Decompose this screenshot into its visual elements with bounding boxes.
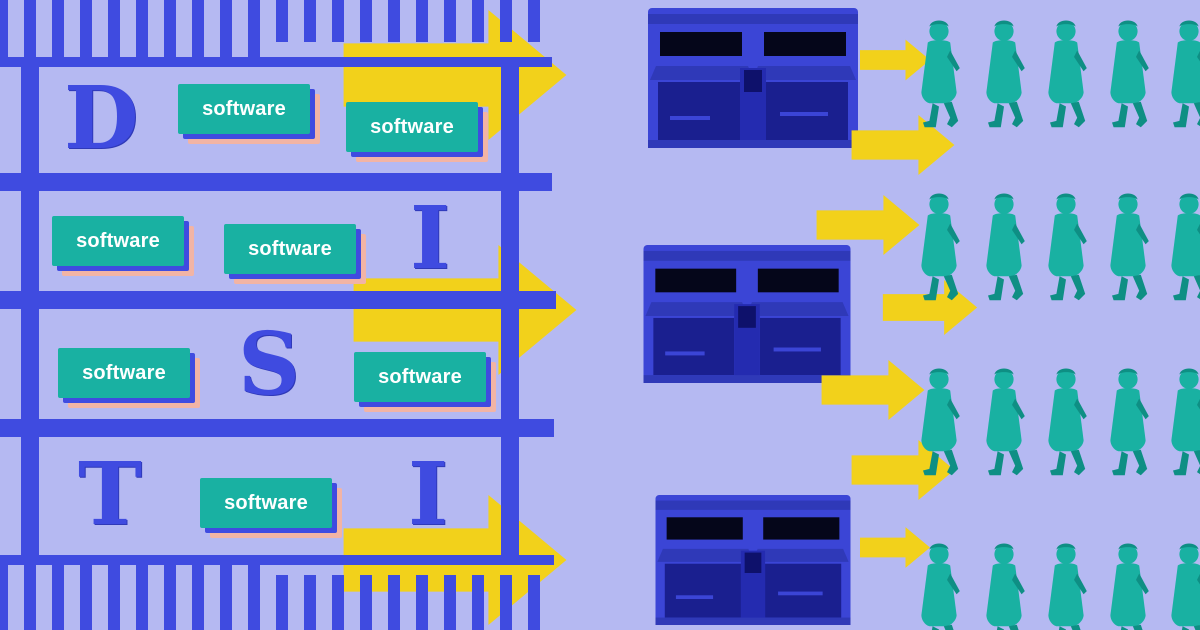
software-tile-label: software: [82, 361, 166, 384]
letter-i-top: I: [410, 188, 451, 289]
software-tile-label: software: [224, 491, 308, 514]
software-tile-label: software: [370, 115, 454, 138]
software-tile: software: [224, 224, 356, 274]
software-tile: software: [354, 352, 486, 402]
letter-i-bottom: I: [408, 444, 449, 545]
software-tile-label: software: [76, 229, 160, 252]
software-tile-label: software: [248, 237, 332, 260]
software-tile: software: [58, 348, 190, 398]
people-pattern: [921, 20, 1200, 630]
type-grid: [0, 57, 556, 565]
striped-edge-bottom: [0, 560, 540, 630]
software-tile-label: software: [202, 97, 286, 120]
letter-t: T: [78, 444, 142, 545]
software-tile: software: [346, 102, 478, 152]
software-tile: software: [178, 84, 310, 134]
storefronts: [643, 8, 858, 625]
striped-edge-top: [0, 0, 540, 62]
software-tile-label: software: [378, 365, 462, 388]
software-tile: software: [200, 478, 332, 528]
software-tile: software: [52, 216, 184, 266]
letter-d: D: [64, 68, 139, 169]
letter-s: S: [238, 314, 301, 415]
